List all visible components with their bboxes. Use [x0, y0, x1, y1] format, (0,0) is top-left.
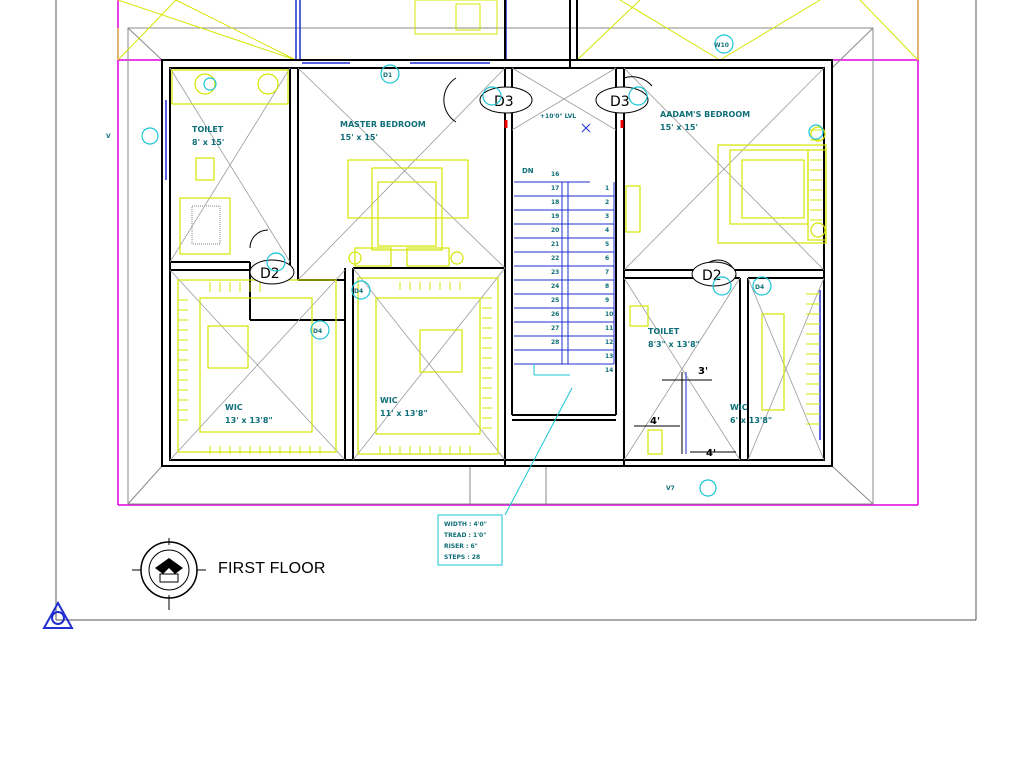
stair-step-number: 22	[551, 255, 559, 262]
tag-d4-b: D4	[313, 328, 322, 335]
room-wic-mid-name: WIC	[380, 396, 398, 405]
floor-title: FIRST FLOOR	[218, 560, 326, 577]
stair-step-number: 1	[605, 185, 609, 192]
stair-step-number: 17	[551, 185, 559, 192]
stair-spec-line: WIDTH : 4'0"	[444, 521, 487, 528]
door-tags: D3 D3 D2 D2	[249, 86, 737, 287]
stair-step-number: 18	[551, 199, 559, 206]
stair-step-number: 5	[605, 241, 609, 248]
room-toilet-left-name: TOILET	[192, 125, 224, 134]
door-tag-d2-right: D2	[702, 268, 722, 284]
stair-step-number: 10	[605, 311, 613, 318]
stair-step-number: 14	[605, 367, 613, 374]
stair-step-number: 16	[551, 171, 559, 178]
stair-step-number: 7	[605, 269, 609, 276]
north-compass	[132, 538, 206, 610]
stair-step-number: 19	[551, 213, 559, 220]
stair-left-numbers: 16 17 18 19 20 21 22 23 24 25 26 27 28	[551, 171, 559, 346]
door-tag-d3-left: D3	[494, 94, 514, 110]
staircase: DN +10'0" LVL 16171819202122232425262728…	[514, 113, 615, 376]
shelving-hatch	[178, 129, 822, 454]
tag-w10: W10	[714, 42, 729, 49]
stair-step-number: 8	[605, 283, 609, 290]
room-wic-right-name: WIC	[730, 403, 748, 412]
dimension-marks: 3' 4' 4'	[634, 366, 736, 459]
room-wic-left-size: 13' x 13'8"	[225, 416, 273, 425]
stair-step-number: 20	[551, 227, 559, 234]
furniture	[171, 69, 827, 455]
room-labels: MASTER BEDROOM 15' x 15' AADAM'S BEDROOM…	[192, 110, 772, 425]
tag-d4-c: D4	[755, 284, 764, 291]
stair-spec-line: RISER : 6"	[444, 543, 478, 550]
stair-step-number: 25	[551, 297, 559, 304]
room-aadam-name: AADAM'S BEDROOM	[660, 110, 750, 119]
stair-step-number: 12	[605, 339, 613, 346]
stair-step-number: 11	[605, 325, 613, 332]
stair-step-number: 24	[551, 283, 559, 290]
room-wic-right-size: 6' x 13'8"	[730, 416, 772, 425]
dim-4ft-a: 4'	[650, 416, 660, 427]
dim-4ft-b: 4'	[706, 448, 716, 459]
door-tag-d2-left: D2	[260, 266, 280, 282]
room-wic-left-name: WIC	[225, 403, 243, 412]
window-strips	[165, 62, 821, 440]
stair-step-number: 6	[605, 255, 609, 262]
room-master-size: 15' x 15'	[340, 133, 378, 142]
dim-3ft: 3'	[698, 366, 708, 377]
room-aadam-size: 15' x 15'	[660, 123, 698, 132]
stair-step-number: 13	[605, 353, 613, 360]
stair-spec-line: TREAD : 1'0"	[444, 532, 486, 539]
stair-step-number: 28	[551, 339, 559, 346]
tag-v7: V7	[666, 485, 675, 492]
stair-spec-callout: WIDTH : 4'0" TREAD : 1'0" RISER : 6" STEPS …	[437, 387, 573, 566]
stair-step-number: 3	[605, 213, 609, 220]
stair-step-number: 23	[551, 269, 559, 276]
room-wic-mid-size: 11' x 13'8"	[380, 409, 428, 418]
stair-step-number: 27	[551, 325, 559, 332]
walls	[161, 0, 833, 467]
stair-dn-label: DN	[522, 167, 534, 175]
room-diagonals	[169, 67, 825, 461]
stair-level-label: +10'0" LVL	[540, 113, 576, 120]
door-tag-d3-right: D3	[610, 94, 630, 110]
room-toilet-left-size: 8' x 15'	[192, 138, 224, 147]
tag-d4-a: D4	[354, 288, 363, 295]
roof-outline	[127, 27, 874, 505]
room-toilet-right-size: 8'3" x 13'8"	[648, 340, 700, 349]
tag-d1: D1	[383, 72, 392, 79]
upper-yellow-structure	[117, 0, 919, 61]
stair-step-number: 26	[551, 311, 559, 318]
origin-marker	[42, 600, 74, 629]
cyan-tag-labels: D1 D4 D4 D4 W10 V7 V	[106, 42, 764, 492]
stair-step-number: 4	[605, 227, 609, 234]
stair-step-number: 21	[551, 241, 559, 248]
stair-step-number: 2	[605, 199, 609, 206]
room-master-name: MASTER BEDROOM	[340, 120, 426, 129]
sheet-border	[55, 0, 977, 621]
stair-spec-line: STEPS : 28	[444, 554, 480, 561]
tag-v-left: V	[106, 133, 111, 140]
room-toilet-right-name: TOILET	[648, 327, 680, 336]
cyan-tags	[141, 34, 824, 497]
stair-step-number: 9	[605, 297, 609, 304]
